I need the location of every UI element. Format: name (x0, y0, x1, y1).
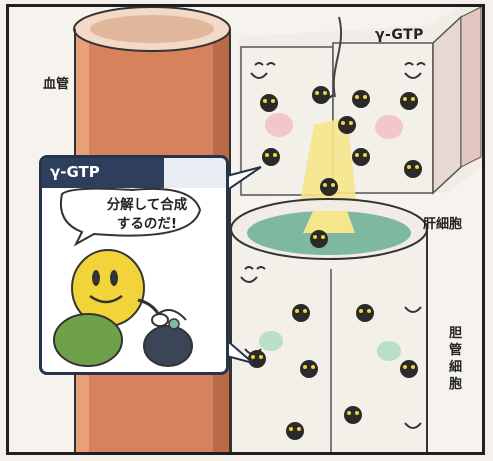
dark-ball-icon (143, 309, 193, 367)
panel-header-accent (164, 158, 226, 188)
smiling-bug-molecule-icon (262, 148, 280, 166)
smiling-bug-molecule-icon (320, 178, 338, 196)
smiling-bug-molecule-icon (292, 304, 310, 322)
smiling-bug-molecule-icon (300, 360, 318, 378)
smiling-bug-molecule-icon (356, 304, 374, 322)
smiling-bug-molecule-icon (344, 406, 362, 424)
speech-line-2: するのだ! (116, 216, 178, 232)
smiling-bug-molecule-icon (400, 360, 418, 378)
smiling-bug-molecule-icon (248, 350, 266, 368)
speech-bubble (60, 188, 202, 247)
smiling-bug-molecule-icon (260, 94, 278, 112)
smiling-bug-molecule-icon (400, 92, 418, 110)
green-ball-icon (53, 313, 123, 367)
gtp-explanation-panel: γ-GTP 分解して合成 するのだ! (39, 155, 229, 375)
smiling-bug-molecule-icon (312, 86, 330, 104)
gtp-top-label: γ-GTP (375, 27, 424, 43)
smiling-bug-molecule-icon (338, 116, 356, 134)
panel-title: γ-GTP (50, 163, 100, 181)
molecule-icons (248, 86, 422, 440)
panel-art (53, 188, 202, 367)
illustration-art (73, 7, 482, 452)
bile-duct-cell-label: 胆管細胞 (449, 326, 463, 392)
bile-duct-cells (230, 198, 428, 452)
blood-vessel-label: 血管 (43, 77, 70, 92)
smiling-bug-molecule-icon (404, 160, 422, 178)
smiling-bug-molecule-icon (352, 90, 370, 108)
liver-cell-label: 肝細胞 (423, 217, 463, 232)
smiling-bug-molecule-icon (310, 230, 328, 248)
smiling-bug-molecule-icon (352, 148, 370, 166)
smiling-bug-molecule-icon (286, 422, 304, 440)
speech-line-1: 分解して合成 (106, 197, 188, 213)
illustration-frame: 血管 γ-GTP 肝細胞 胆管細胞 γ-GTP 分解し (6, 4, 485, 455)
